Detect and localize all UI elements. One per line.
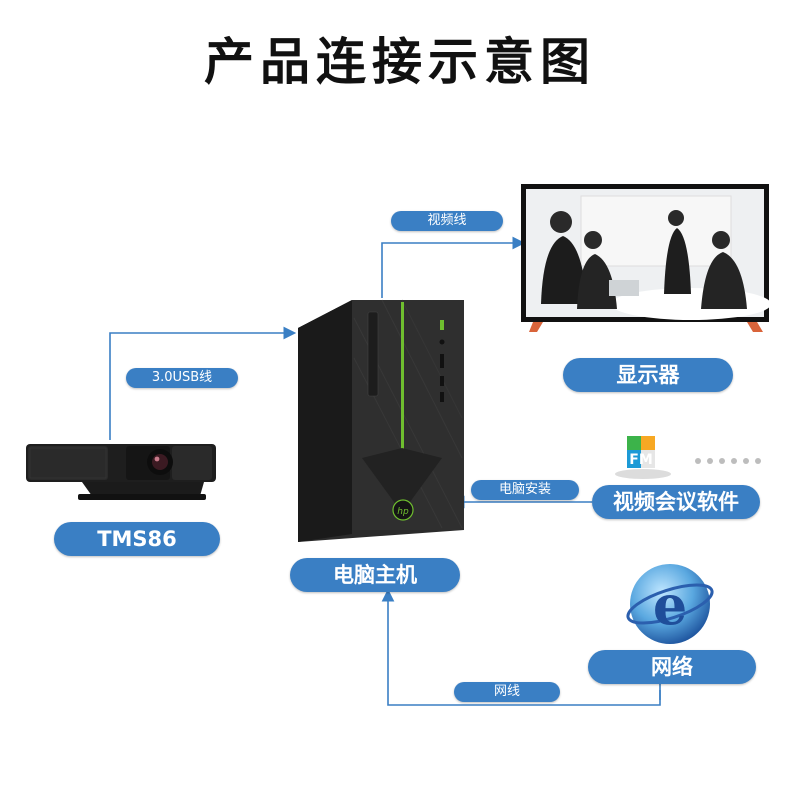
usb-line <box>109 326 297 440</box>
usb-cable-label: 3.0USB线 <box>126 368 238 388</box>
camera-label: TMS86 <box>54 522 220 556</box>
dots-icon <box>695 458 761 464</box>
page-title: 产品连接示意图 <box>204 33 596 91</box>
install-label: 电脑安装 <box>471 480 579 500</box>
svg-text:FM: FM <box>629 452 653 468</box>
display-image <box>521 184 771 332</box>
network-label: 网络 <box>588 650 756 684</box>
software-icon: FM <box>615 436 671 479</box>
network-icon: e <box>626 564 714 644</box>
ethernet-cable-label: 网线 <box>454 682 560 702</box>
video-line <box>381 236 526 298</box>
camera-device-image <box>26 444 216 500</box>
computer-label: 电脑主机 <box>290 558 460 592</box>
computer-tower-image: hp <box>298 299 464 542</box>
display-label: 显示器 <box>563 358 733 392</box>
video-cable-label: 视频线 <box>391 211 503 231</box>
svg-text:hp: hp <box>397 507 409 517</box>
svg-text:e: e <box>653 573 687 637</box>
software-label: 视频会议软件 <box>592 485 760 519</box>
